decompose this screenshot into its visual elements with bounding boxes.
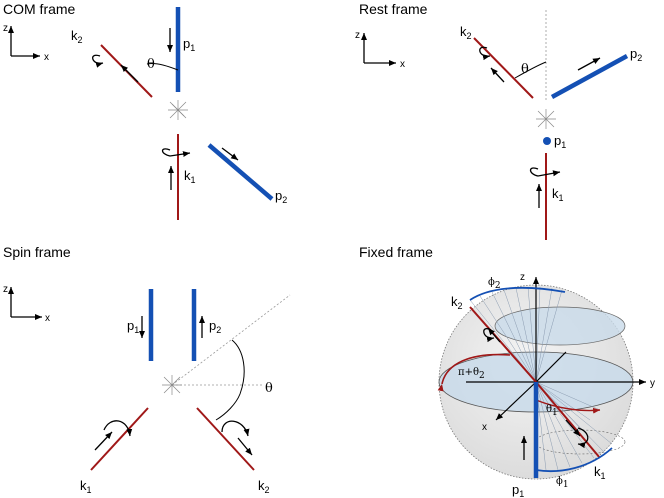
vertex-burst-com (168, 100, 188, 120)
k2-spin-arrow-rest (479, 46, 491, 61)
k2-momentum-arrow-spin (237, 437, 253, 456)
panel-fixed-frame: Fixed frame (359, 244, 655, 498)
label-p1-com: p1 (183, 36, 195, 53)
panel-title-fixed: Fixed frame (359, 244, 433, 260)
axis-label-y-fixed: y (650, 378, 655, 389)
quark-k2-spin (196, 407, 255, 471)
phi2-label: ϕ2 (488, 277, 501, 291)
pi-theta2-label: π+θ2 (458, 367, 485, 381)
phi1-label: ϕ1 (556, 476, 569, 490)
panel-title-com: COM frame (3, 1, 76, 17)
p2-arrow-com (221, 147, 239, 161)
k1-spin-arrow-rest (529, 167, 561, 177)
label-k2-spin: k2 (258, 478, 270, 495)
panel-rest-frame: Rest frame z x k2 θ p2 p1 k1 (355, 1, 642, 240)
k1-spin-arrow-com (161, 148, 191, 158)
theta-label-com: θ (147, 57, 155, 72)
theta1-label: θ1 (546, 404, 558, 418)
axis-label-z-fixed: z (520, 272, 525, 283)
label-k1-fixed: k1 (594, 464, 606, 481)
theta1-arc (535, 399, 601, 414)
jet-p2-com (207, 143, 274, 201)
axes-rest: z x (355, 30, 405, 70)
k1-spin-arrow-fixed (577, 427, 589, 449)
k1-momentum-arrow-fixed (565, 419, 581, 437)
label-p1-spin: p1 (127, 318, 139, 335)
label-k1-rest: k1 (552, 186, 564, 203)
hatch-upper (469, 286, 563, 383)
axis-label-x-fixed: x (482, 422, 487, 433)
vertex-burst-spin (162, 375, 182, 395)
phi2-arc (469, 287, 566, 301)
axis-label-z-spin: z (3, 284, 8, 295)
label-k1-spin: k1 (80, 478, 92, 495)
p2-arrow-rest (577, 57, 601, 71)
theta-arc-rest (514, 61, 547, 79)
quark-k2-rest (473, 37, 534, 99)
label-k2-com: k2 (71, 28, 83, 45)
quark-k2-fixed (469, 306, 537, 383)
panel-com-frame: COM frame z x p1 k2 θ k1 (3, 1, 287, 220)
upper-disk (494, 306, 626, 346)
label-k2-fixed: k2 (451, 294, 463, 311)
vertex-burst-rest (536, 109, 556, 129)
theta-arc-spin (215, 339, 245, 421)
label-k2-rest: k2 (460, 24, 472, 41)
label-p1-rest: p1 (554, 133, 566, 150)
label-p2-spin: p2 (209, 318, 221, 335)
k2-momentum-arrow-fixed (487, 327, 501, 343)
hatch-lower (535, 381, 613, 471)
axis-label-z-rest: z (355, 30, 360, 41)
spin-diagonal-guide (171, 294, 291, 386)
axis-label-z: z (3, 23, 8, 34)
label-p1-fixed: p1 (512, 482, 524, 498)
k2-momentum-arrow-rest (490, 67, 505, 83)
k2-spin-arrow-com (92, 54, 104, 68)
jet-p2-rest (550, 54, 629, 99)
k2-spin-arrow-spin (221, 420, 250, 437)
phi1-arc (535, 447, 613, 473)
axis-label-x: x (44, 52, 49, 63)
label-p2-com: p2 (275, 188, 287, 205)
theta-label-rest: θ (521, 62, 529, 77)
theta-arc-com (146, 63, 179, 71)
k1-momentum-arrow-spin (94, 431, 113, 451)
k1-spin-arrow-spin (103, 420, 133, 437)
axis-label-x-spin: x (45, 313, 50, 324)
k2-momentum-arrow-com (120, 64, 139, 83)
k2-spin-arrow-fixed (483, 328, 495, 343)
label-k1-com: k1 (184, 168, 196, 185)
axis-label-x-rest: x (400, 59, 405, 70)
jet-p1-rest-dot (543, 137, 551, 145)
axes-com: z x (3, 23, 49, 63)
panel-title-spin: Spin frame (3, 244, 71, 260)
pi-theta2-arc (437, 353, 511, 392)
axes-spin: z x (3, 284, 50, 324)
quark-k1-spin (90, 407, 149, 471)
quark-k1-fixed (535, 381, 601, 459)
axes-fixed: z y x (466, 272, 655, 433)
panel-title-rest: Rest frame (359, 1, 428, 17)
theta-label-spin: θ (265, 381, 273, 396)
panel-spin-frame: Spin frame z x p1 p2 θ k1 (3, 244, 291, 495)
label-p2-rest: p2 (630, 46, 642, 63)
